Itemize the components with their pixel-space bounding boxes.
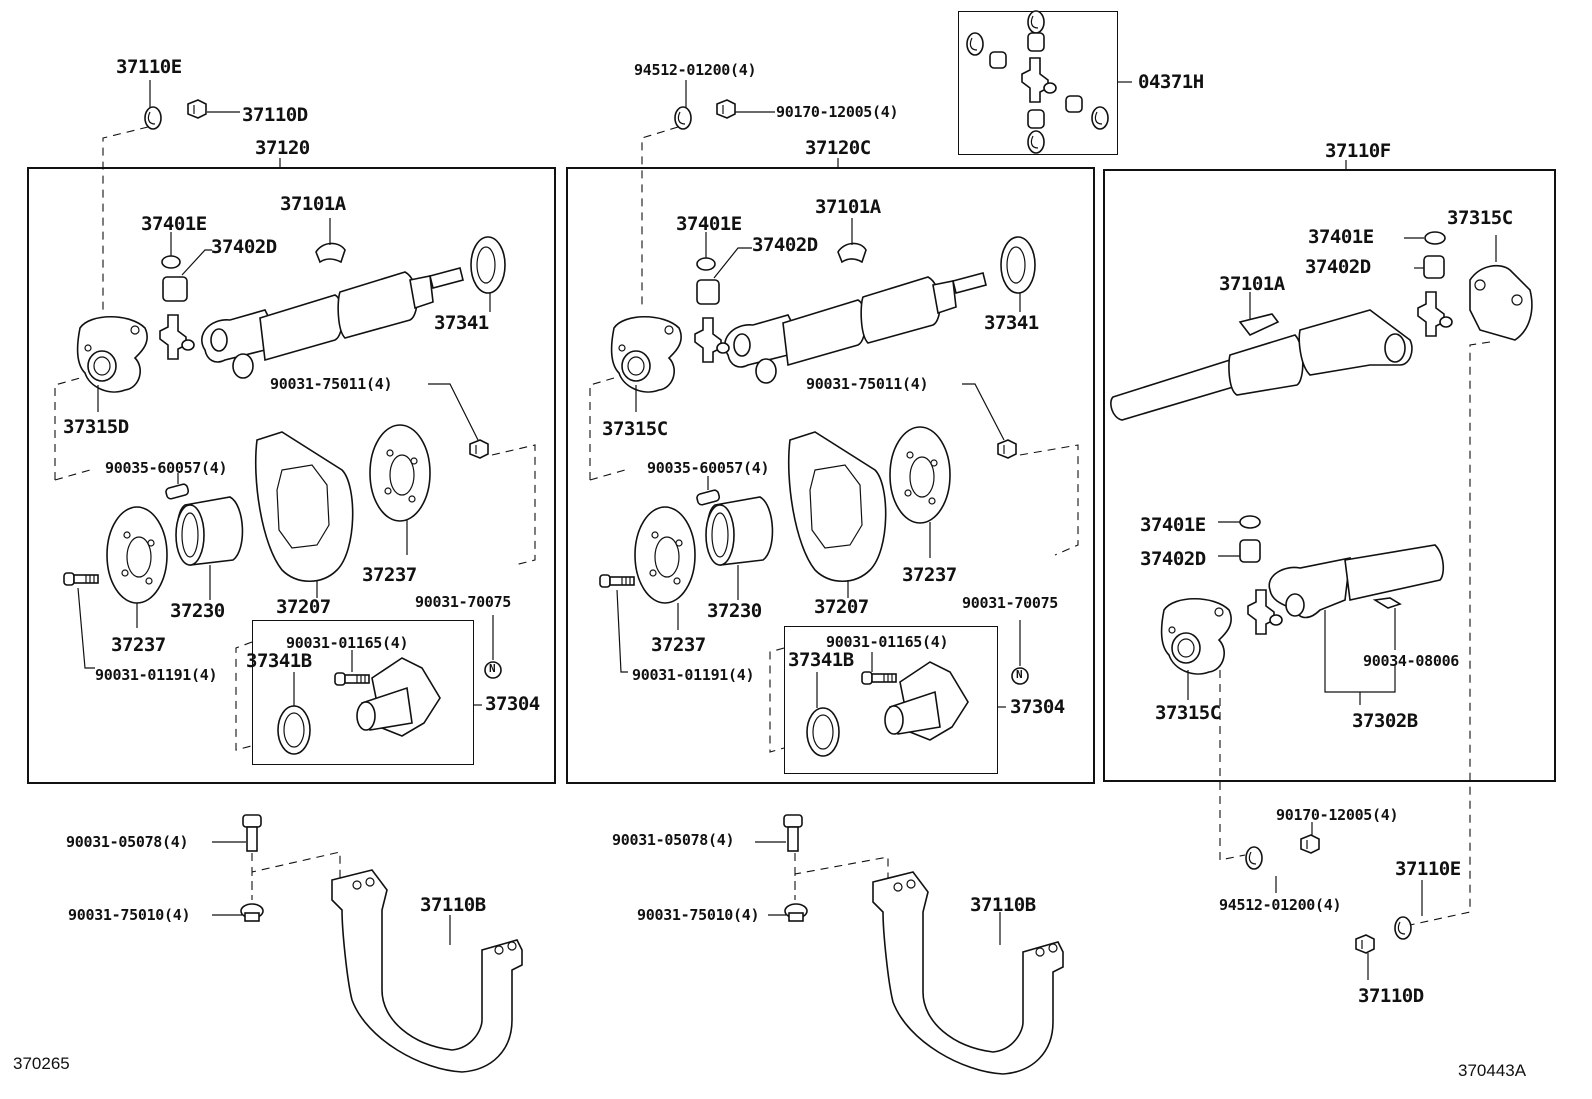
label-94512-01200-middle[interactable]: 94512-01200(4) (634, 61, 757, 79)
label-37207-left[interactable]: 37207 (276, 596, 331, 618)
label-37110e-right[interactable]: 37110E (1395, 858, 1461, 880)
label-37315c-right-bottom[interactable]: 37315C (1155, 702, 1221, 724)
label-94512-01200-right[interactable]: 94512-01200(4) (1219, 896, 1342, 914)
label-assembly-37110f[interactable]: 37110F (1325, 140, 1391, 162)
label-37237-left-middle[interactable]: 37237 (651, 634, 706, 656)
label-37302b-right[interactable]: 37302B (1352, 710, 1418, 732)
label-37401e-middle[interactable]: 37401E (676, 213, 742, 235)
label-assembly-37120c[interactable]: 37120C (805, 137, 871, 159)
assembly-box-37120 (27, 167, 556, 784)
label-90031-70075-middle[interactable]: 90031-70075 (962, 594, 1059, 612)
label-37402d-right-top[interactable]: 37402D (1305, 256, 1371, 278)
label-37401e-right-top[interactable]: 37401E (1308, 226, 1374, 248)
label-90034-08006-right[interactable]: 90034-08006 (1363, 652, 1460, 670)
label-90031-75010-middle[interactable]: 90031-75010(4) (637, 906, 760, 924)
flange-subbox-middle (784, 626, 998, 774)
label-37341-middle[interactable]: 37341 (984, 312, 1039, 334)
symbol-n-left: N (489, 662, 496, 675)
label-37401e-right-bottom[interactable]: 37401E (1140, 514, 1206, 536)
label-37101a-middle[interactable]: 37101A (815, 196, 881, 218)
label-37402d-left[interactable]: 37402D (211, 236, 277, 258)
label-assembly-37120[interactable]: 37120 (255, 137, 310, 159)
label-90170-12005-middle[interactable]: 90170-12005(4) (776, 103, 899, 121)
label-37341b-left[interactable]: 37341B (246, 650, 312, 672)
label-90035-60057-middle[interactable]: 90035-60057(4) (647, 459, 770, 477)
label-90031-75011-left[interactable]: 90031-75011(4) (270, 375, 393, 393)
label-37230-left[interactable]: 37230 (170, 600, 225, 622)
label-90031-75011-middle[interactable]: 90031-75011(4) (806, 375, 929, 393)
label-37101a-left[interactable]: 37101A (280, 193, 346, 215)
flange-subbox-left (252, 620, 474, 765)
label-37341-left[interactable]: 37341 (434, 312, 489, 334)
label-90031-01165-left[interactable]: 90031-01165(4) (286, 634, 409, 652)
label-37341b-middle[interactable]: 37341B (788, 649, 854, 671)
label-37237-left-left[interactable]: 37237 (111, 634, 166, 656)
label-37110e-left[interactable]: 37110E (116, 56, 182, 78)
assembly-box-37110f (1103, 169, 1556, 782)
label-90170-12005-right[interactable]: 90170-12005(4) (1276, 806, 1399, 824)
label-90031-05078-left[interactable]: 90031-05078(4) (66, 833, 189, 851)
label-37110d-right[interactable]: 37110D (1358, 985, 1424, 1007)
label-37110d-left[interactable]: 37110D (242, 104, 308, 126)
label-ref-left: 370265 (13, 1054, 70, 1073)
label-37402d-right-bottom[interactable]: 37402D (1140, 548, 1206, 570)
label-37304-left[interactable]: 37304 (485, 693, 540, 715)
label-ref-right: 370443A (1458, 1061, 1527, 1080)
assembly-box-37120c (566, 167, 1095, 784)
label-90031-05078-middle[interactable]: 90031-05078(4) (612, 831, 735, 849)
middle-panel-parts (589, 80, 1079, 1075)
label-90031-75010-left[interactable]: 90031-75010(4) (68, 906, 191, 924)
label-90031-01165-middle[interactable]: 90031-01165(4) (826, 633, 949, 651)
label-37101a-right[interactable]: 37101A (1219, 273, 1285, 295)
label-37207-middle[interactable]: 37207 (814, 596, 869, 618)
label-37110b-middle[interactable]: 37110B (970, 894, 1036, 916)
label-90031-70075-left[interactable]: 90031-70075 (415, 593, 512, 611)
label-37304-middle[interactable]: 37304 (1010, 696, 1065, 718)
label-kit-04371h[interactable]: 04371H (1138, 71, 1204, 93)
label-90035-60057-left[interactable]: 90035-60057(4) (105, 459, 228, 477)
label-37110b-left[interactable]: 37110B (420, 894, 486, 916)
label-90031-01191-middle[interactable]: 90031-01191(4) (632, 666, 755, 684)
label-37315d-left[interactable]: 37315D (63, 416, 129, 438)
right-panel-parts (1110, 160, 1533, 980)
left-panel-parts (54, 80, 536, 1073)
label-37237-right-middle[interactable]: 37237 (902, 564, 957, 586)
symbol-n-middle: N (1016, 668, 1023, 681)
label-37315c-right-top[interactable]: 37315C (1447, 207, 1513, 229)
label-37402d-middle[interactable]: 37402D (752, 234, 818, 256)
kit-parts (966, 10, 1132, 154)
label-37315c-middle[interactable]: 37315C (602, 418, 668, 440)
label-90031-01191-left[interactable]: 90031-01191(4) (95, 666, 218, 684)
label-37237-right-left[interactable]: 37237 (362, 564, 417, 586)
label-37230-middle[interactable]: 37230 (707, 600, 762, 622)
label-37401e-left[interactable]: 37401E (141, 213, 207, 235)
